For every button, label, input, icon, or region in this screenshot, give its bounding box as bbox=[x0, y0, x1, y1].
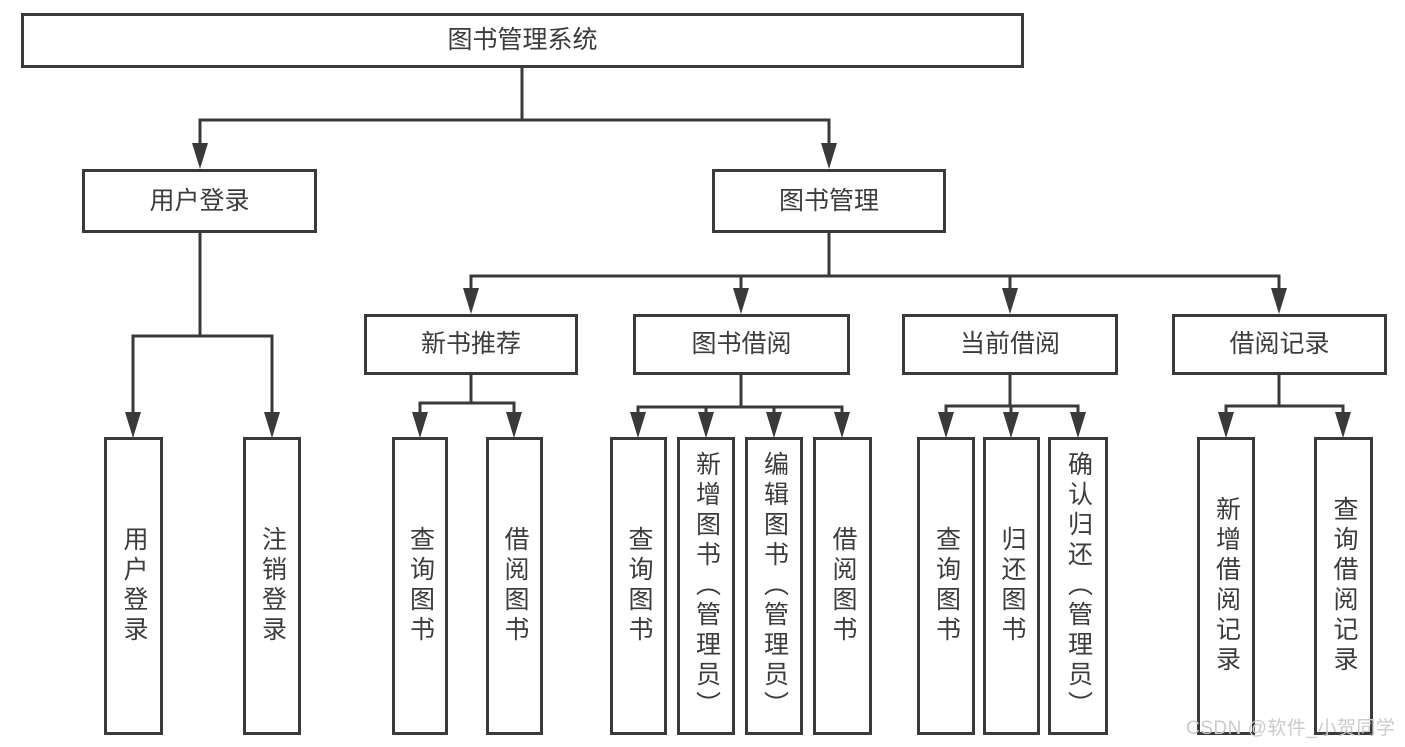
node-user-login: 用户登录 bbox=[82, 169, 317, 233]
node-library-system: 图书管理系统 bbox=[21, 13, 1024, 68]
node-new-book-recommend: 新书推荐 bbox=[364, 314, 578, 375]
arrow-icon bbox=[463, 288, 479, 314]
arrow-icon bbox=[192, 143, 208, 169]
node-label: 借阅图书 bbox=[829, 526, 857, 646]
leaf-user-login: 用户登录 bbox=[104, 437, 163, 735]
node-label: 确认归还（管理员） bbox=[1064, 451, 1093, 721]
arrow-icon bbox=[834, 412, 850, 438]
arrow-icon bbox=[412, 412, 428, 438]
arrowheads bbox=[125, 143, 1351, 438]
node-label: 用户登录 bbox=[149, 186, 250, 215]
node-label: 用户登录 bbox=[120, 526, 148, 646]
leaf-records-query-record: 查询借阅记录 bbox=[1314, 437, 1373, 735]
node-label: 新增图书（管理员） bbox=[692, 451, 721, 721]
node-label: 查询图书 bbox=[625, 526, 653, 646]
connector-login-to-leaves bbox=[131, 233, 274, 415]
leaf-borrow-add-books-admin: 新增图书（管理员） bbox=[677, 437, 735, 735]
csdn-watermark: CSDN @软件_小贺同学 bbox=[1186, 718, 1396, 739]
node-label: 图书管理 bbox=[778, 186, 879, 215]
arrow-icon bbox=[264, 412, 280, 438]
node-label: 新增借阅记录 bbox=[1212, 496, 1241, 676]
arrow-icon bbox=[125, 412, 141, 438]
connector-root-to-level2 bbox=[198, 67, 831, 147]
arrow-icon bbox=[733, 288, 749, 314]
arrow-icon bbox=[630, 412, 646, 438]
node-label: 查询图书 bbox=[406, 526, 435, 646]
leaf-current-query-books: 查询图书 bbox=[917, 437, 975, 735]
arrow-icon bbox=[821, 143, 837, 169]
connector-records-to-leaves bbox=[1224, 375, 1345, 415]
leaf-recommend-borrow-books: 借阅图书 bbox=[486, 437, 543, 735]
arrow-icon bbox=[766, 412, 782, 438]
arrow-icon bbox=[1218, 412, 1234, 438]
leaf-current-return-books: 归还图书 bbox=[983, 437, 1040, 735]
arrow-icon bbox=[506, 412, 522, 438]
connector-current-to-leaves bbox=[944, 375, 1080, 415]
arrow-icon bbox=[698, 412, 714, 438]
node-label: 图书管理系统 bbox=[447, 26, 598, 54]
node-label: 借阅图书 bbox=[501, 526, 529, 646]
node-label: 注销登录 bbox=[258, 526, 287, 646]
connector-borrow-to-leaves bbox=[636, 375, 844, 415]
arrow-icon bbox=[1002, 288, 1018, 314]
node-label: 归还图书 bbox=[998, 526, 1026, 646]
arrow-icon bbox=[938, 412, 954, 438]
node-label: 借阅记录 bbox=[1229, 330, 1330, 358]
leaf-borrow-borrow-books: 借阅图书 bbox=[813, 437, 872, 735]
node-label: 查询图书 bbox=[932, 526, 961, 646]
leaf-records-add-record: 新增借阅记录 bbox=[1197, 437, 1255, 735]
arrow-icon bbox=[1271, 288, 1287, 314]
leaf-current-confirm-return-admin: 确认归还（管理员） bbox=[1048, 437, 1108, 735]
arrow-icon bbox=[1070, 412, 1086, 438]
connector-recommend-to-leaves bbox=[418, 375, 516, 415]
node-borrow-records: 借阅记录 bbox=[1172, 314, 1387, 375]
arrow-icon bbox=[1003, 412, 1019, 438]
node-current-borrow: 当前借阅 bbox=[902, 314, 1118, 375]
leaf-borrow-edit-books-admin: 编辑图书（管理员） bbox=[745, 437, 803, 735]
connector-mgmt-to-level3 bbox=[469, 233, 1281, 291]
node-label: 新书推荐 bbox=[420, 330, 521, 358]
node-book-borrow: 图书借阅 bbox=[633, 314, 850, 375]
node-label: 图书借阅 bbox=[691, 330, 792, 358]
leaf-borrow-query-books: 查询图书 bbox=[610, 437, 667, 735]
node-label: 查询借阅记录 bbox=[1330, 496, 1358, 676]
node-book-management: 图书管理 bbox=[712, 169, 946, 233]
node-label: 编辑图书（管理员） bbox=[760, 451, 789, 721]
leaf-recommend-query-books: 查询图书 bbox=[392, 437, 448, 735]
arrow-icon bbox=[1335, 412, 1351, 438]
leaf-logout: 注销登录 bbox=[243, 437, 301, 735]
node-label: 当前借阅 bbox=[959, 330, 1060, 358]
